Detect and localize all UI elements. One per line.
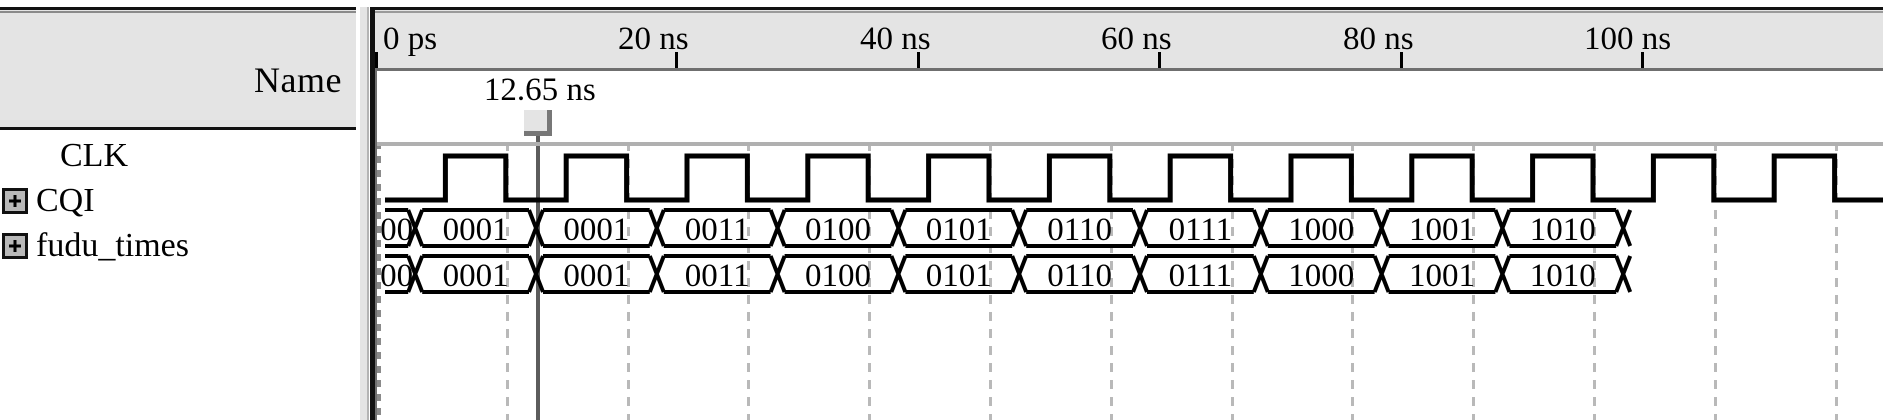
- signal-name-label: fudu_times: [36, 226, 189, 264]
- svg-text:0001: 0001: [563, 258, 629, 294]
- grid-line: [1230, 142, 1234, 420]
- grid-line: [989, 142, 992, 420]
- header-top-rule-secondary: [0, 11, 356, 13]
- signal-waveform-fudu_times[interactable]: 00 0001 0001 0011 0100 0101 0110 0111 1000 1001 10…: [377, 252, 1883, 296]
- ruler-tick-label: 80 ns: [1343, 21, 1414, 57]
- signal-waveform-cqi[interactable]: 00 0001 0001 0011 0100 0101 0110 0111 1000 1001 10…: [377, 206, 1883, 250]
- signal-waveform-clk[interactable]: [377, 148, 1883, 204]
- signal-name-panel: Name CLK CQI fudu_times: [0, 0, 356, 420]
- grid-line: [868, 142, 872, 420]
- waveform-canvas[interactable]: 00 0001 0001 0011 0100 0101 0110 0111 1000 1001 10…: [377, 142, 1883, 420]
- svg-text:0111: 0111: [1169, 258, 1233, 294]
- grid-line: [1472, 142, 1476, 420]
- name-column-header: Name: [0, 7, 356, 130]
- signal-row[interactable]: CLK: [0, 133, 356, 178]
- ruler-top-rule-secondary: [375, 11, 1883, 13]
- grid-line: [1351, 142, 1355, 420]
- svg-text:0110: 0110: [1047, 212, 1112, 248]
- signal-name-label: CQI: [36, 181, 95, 219]
- time-ruler[interactable]: 0 ps 20 ns 40 ns 60 ns 80 ns 100 ns: [375, 7, 1883, 71]
- ruler-tick-label: 40 ns: [860, 21, 931, 57]
- header-top-rule: [0, 7, 356, 10]
- grid-line: [1109, 142, 1113, 420]
- ruler-tick-mark: [1158, 52, 1161, 68]
- expand-plus-icon[interactable]: [2, 232, 28, 259]
- signal-name-label: CLK: [60, 136, 128, 174]
- cursor-time-label: 12.65 ns: [483, 72, 596, 108]
- ruler-tick-mark: [1400, 52, 1403, 68]
- svg-text:0001: 0001: [443, 258, 509, 294]
- svg-text:0001: 0001: [563, 212, 629, 248]
- signal-name-list: CLK CQI fudu_times: [0, 133, 356, 268]
- header-bottom-rule: [0, 127, 356, 130]
- ruler-tick-label: 100 ns: [1584, 21, 1672, 57]
- grid-line: [1593, 142, 1596, 420]
- ruler-tick-mark: [917, 52, 920, 68]
- grid-line: [505, 142, 509, 420]
- svg-text:0100: 0100: [805, 258, 871, 294]
- svg-text:1010: 1010: [1530, 258, 1596, 294]
- ruler-top-rule: [375, 7, 1883, 10]
- grid-line: [1834, 142, 1838, 420]
- wave-left-border: [370, 7, 375, 420]
- ruler-tick-label: 60 ns: [1101, 21, 1172, 57]
- svg-text:0101: 0101: [926, 258, 992, 294]
- svg-text:1000: 1000: [1288, 212, 1354, 248]
- svg-text:0111: 0111: [1169, 212, 1233, 248]
- panel-splitter[interactable]: [356, 0, 370, 420]
- wave-origin-marker: [377, 142, 381, 420]
- svg-text:0100: 0100: [805, 212, 871, 248]
- page-title: Name: [254, 60, 342, 100]
- signal-row[interactable]: fudu_times: [0, 223, 356, 268]
- svg-text:0101: 0101: [926, 212, 992, 248]
- svg-text:00: 00: [380, 212, 413, 248]
- ruler-bottom-rule: [375, 68, 1883, 71]
- svg-text:00: 00: [380, 258, 413, 294]
- grid-line: [626, 142, 630, 420]
- svg-text:1001: 1001: [1409, 212, 1475, 248]
- ruler-tick-mark: [375, 52, 378, 68]
- svg-text:1001: 1001: [1409, 258, 1475, 294]
- cursor-drag-handle[interactable]: [523, 110, 552, 136]
- grid-line: [1713, 142, 1717, 420]
- svg-text:0011: 0011: [685, 258, 750, 294]
- splitter-edge: [367, 7, 369, 420]
- signal-row[interactable]: CQI: [0, 178, 356, 223]
- svg-text:1010: 1010: [1530, 212, 1596, 248]
- svg-text:0110: 0110: [1047, 258, 1112, 294]
- expand-plus-icon[interactable]: [2, 187, 28, 214]
- svg-text:0001: 0001: [443, 212, 509, 248]
- svg-text:0011: 0011: [685, 212, 750, 248]
- ruler-tick-label: 0 ps: [383, 21, 438, 57]
- grid-line: [747, 142, 751, 420]
- svg-text:1000: 1000: [1288, 258, 1354, 294]
- splitter-bar[interactable]: [360, 7, 368, 420]
- ruler-tick-mark: [1641, 52, 1644, 68]
- wave-left-border-secondary: [375, 7, 377, 420]
- ruler-tick-label: 20 ns: [618, 21, 689, 57]
- row-separator: [377, 142, 1883, 146]
- ruler-tick-mark: [675, 52, 678, 68]
